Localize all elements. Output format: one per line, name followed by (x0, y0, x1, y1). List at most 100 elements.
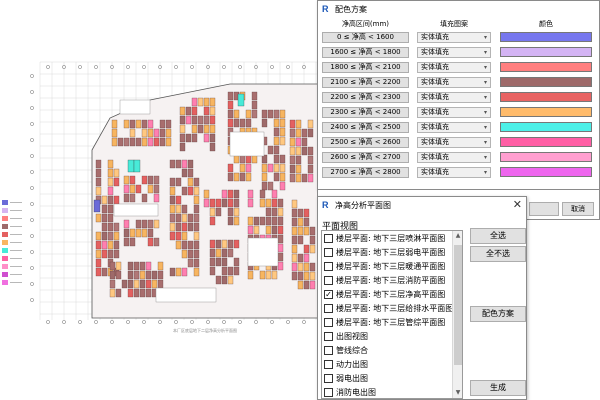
view-checkbox[interactable] (324, 276, 333, 285)
axis-marker (46, 320, 50, 324)
color-swatch[interactable] (500, 47, 592, 57)
view-list-item[interactable]: 出图视图 (324, 331, 452, 342)
chevron-down-icon: ▾ (483, 64, 487, 71)
color-swatch[interactable] (500, 62, 592, 72)
parking-stall (271, 270, 278, 280)
parking-stall (309, 271, 316, 281)
axis-marker (30, 266, 34, 270)
color-swatch[interactable] (500, 107, 592, 117)
view-list-item[interactable]: ✓楼层平面: 地下三层净高平面图 (324, 289, 452, 300)
range-button[interactable]: 2100 ≤ 净高 < 2200 (322, 77, 409, 88)
parking-stall (277, 261, 284, 271)
fill-pattern-select[interactable]: 实体填充▾ (417, 122, 491, 133)
fill-pattern-select[interactable]: 实体填充▾ (417, 107, 491, 118)
parking-stall (169, 231, 176, 241)
view-list-item[interactable]: 楼层平面: 地下三层弱电平面图 (324, 247, 452, 258)
parking-stall (291, 262, 298, 272)
fill-pattern-select[interactable]: 实体填充▾ (417, 32, 491, 43)
parking-stall (297, 280, 304, 290)
view-list-item[interactable]: 弱电出图 (324, 373, 452, 384)
range-button[interactable]: 2700 ≤ 净高 < 2800 (322, 167, 409, 178)
generate-button[interactable]: 生成 (470, 380, 526, 396)
color-swatch[interactable] (500, 152, 592, 162)
color-scheme-button[interactable]: 配色方案 (470, 306, 526, 322)
select-all-button[interactable]: 全选 (470, 228, 526, 244)
close-icon[interactable]: ✕ (512, 198, 522, 211)
range-button[interactable]: 0 ≤ 净高 < 1600 (322, 32, 409, 43)
range-button[interactable]: 2400 ≤ 净高 < 2500 (322, 122, 409, 133)
color-scheme-titlebar[interactable]: R 配色方案 (318, 1, 599, 17)
range-button[interactable]: 2600 ≤ 净高 < 2700 (322, 152, 409, 163)
parking-stall (239, 118, 246, 128)
color-swatch[interactable] (500, 137, 592, 147)
view-checkbox[interactable] (324, 262, 333, 271)
parking-stall (271, 198, 278, 208)
color-swatch[interactable] (500, 32, 592, 42)
view-checkbox[interactable] (324, 360, 333, 369)
view-list-item[interactable]: 动力出图 (324, 359, 452, 370)
view-list-item[interactable]: 消防电出图 (324, 387, 452, 398)
listbox-scrollbar[interactable]: ▲ ▼ (452, 231, 462, 398)
view-checkbox[interactable] (324, 234, 333, 243)
parking-stall (209, 216, 216, 226)
parking-stall (209, 106, 216, 116)
analysis-titlebar[interactable]: R 净高分析平面图 ✕ (318, 197, 526, 213)
range-button[interactable]: 2500 ≤ 净高 < 2600 (322, 137, 409, 148)
view-checkbox[interactable] (324, 374, 333, 383)
view-list-item[interactable]: 楼层平面: 地下三层管综平面图 (324, 317, 452, 328)
color-swatch[interactable] (500, 77, 592, 87)
fill-pattern-select[interactable]: 实体填充▾ (417, 77, 491, 88)
parking-stall (147, 128, 154, 138)
color-swatch[interactable] (500, 167, 592, 177)
view-list-item[interactable]: 楼层平面: 地下三层喷淋平面图 (324, 233, 452, 244)
fill-pattern-select[interactable]: 实体填充▾ (417, 92, 491, 103)
clearance-analysis-window[interactable]: R 净高分析平面图 ✕ 平面视图 楼层平面: 地下三层喷淋平面图楼层平面: 地下… (317, 196, 527, 400)
range-button[interactable]: 1800 ≤ 净高 < 2100 (322, 62, 409, 73)
axis-marker (142, 65, 146, 69)
view-list-item[interactable]: 楼层平面: 地下三层给排水平面图 (324, 303, 452, 314)
parking-stall (289, 146, 296, 156)
range-button[interactable]: 2200 ≤ 净高 < 2300 (322, 92, 409, 103)
range-button[interactable]: 1600 ≤ 净高 < 1800 (322, 47, 409, 58)
parking-stall (289, 164, 296, 174)
parking-stall (227, 100, 234, 110)
color-swatch[interactable] (500, 122, 592, 132)
fill-pattern-select[interactable]: 实体填充▾ (417, 137, 491, 148)
scroll-up-icon[interactable]: ▲ (455, 232, 461, 239)
fill-pattern-select[interactable]: 实体填充▾ (417, 62, 491, 73)
view-checkbox[interactable] (324, 318, 333, 327)
axis-marker (30, 202, 34, 206)
view-listbox[interactable]: 楼层平面: 地下三层喷淋平面图楼层平面: 地下三层弱电平面图楼层平面: 地下三层… (321, 230, 463, 399)
parking-stall (265, 225, 272, 235)
parking-stall (111, 128, 118, 138)
parking-stall (273, 172, 280, 182)
parking-stall (247, 270, 254, 280)
view-checkbox[interactable] (324, 248, 333, 257)
axis-marker (62, 65, 66, 69)
color-scheme-title: 配色方案 (335, 4, 367, 14)
view-list-item[interactable]: 管线综合 (324, 345, 452, 356)
view-checkbox[interactable] (324, 388, 333, 397)
parking-stall (159, 119, 166, 129)
view-list-item[interactable]: 楼层平面: 地下三层消防平面图 (324, 275, 452, 286)
ok-button[interactable] (529, 202, 559, 216)
fill-pattern-select[interactable]: 实体填充▾ (417, 47, 491, 58)
fill-pattern-select[interactable]: 实体填充▾ (417, 167, 491, 178)
view-checkbox[interactable] (324, 304, 333, 313)
color-swatch[interactable] (500, 92, 592, 102)
view-checkbox[interactable] (324, 346, 333, 355)
cancel-button-visible[interactable]: 取消 (562, 202, 594, 216)
parking-stall (303, 271, 310, 281)
fill-pattern-select[interactable]: 实体填充▾ (417, 152, 491, 163)
range-button[interactable]: 2300 ≤ 净高 < 2400 (322, 107, 409, 118)
view-checkbox[interactable]: ✓ (324, 290, 333, 299)
scroll-down-icon[interactable]: ▼ (455, 389, 461, 396)
view-list-item[interactable]: 楼层平面: 地下三层暖通平面图 (324, 261, 452, 272)
parking-stall (227, 172, 234, 182)
select-none-button[interactable]: 全不选 (470, 246, 526, 262)
scroll-thumb[interactable] (454, 245, 462, 365)
view-item-label: 楼层平面: 地下三层消防平面图 (336, 276, 446, 285)
parking-stall (193, 177, 200, 187)
view-checkbox[interactable] (324, 332, 333, 341)
